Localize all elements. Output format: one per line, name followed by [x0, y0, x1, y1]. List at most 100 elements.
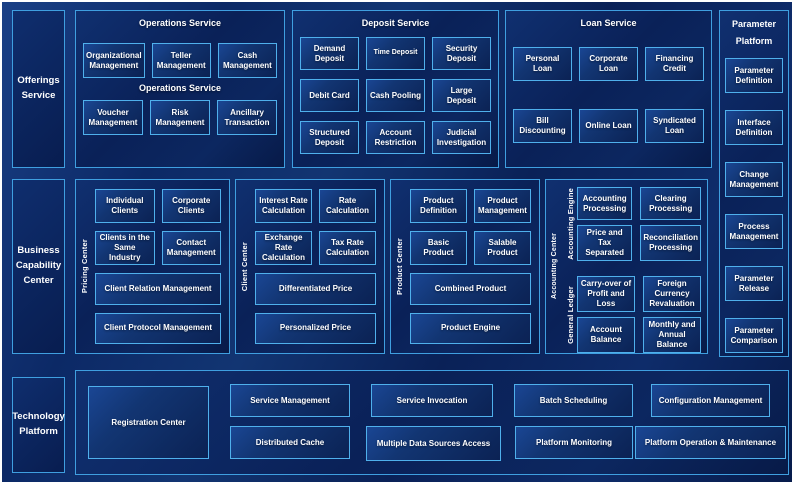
clearing-processing-box: Clearing Processing [640, 187, 701, 220]
operations-row-1: Organizational Management Teller Managem… [76, 43, 284, 78]
product-definition-box: Product Definition [410, 189, 467, 223]
business-capability-center-label: Business Capability Center [12, 179, 65, 354]
pricing-center-strip: Pricing Center [76, 180, 93, 353]
pricing-center-vlabel: Pricing Center [80, 239, 89, 294]
interface-definition-box: Interface Definition [725, 110, 783, 146]
operations-service-subtitle: Operations Service [138, 83, 222, 93]
large-deposit-box: Large Deposit [432, 79, 491, 112]
personalized-price-box: Personalized Price [255, 312, 376, 344]
loan-service-title: Loan Service [580, 18, 637, 28]
accounting-engine-group: Accounting Engine Accounting Processing … [563, 187, 701, 261]
price-tax-separated-box: Price and Tax Separated [577, 225, 633, 261]
loan-service-panel: Loan Service Personal Loan Corporate Loa… [505, 10, 712, 168]
client-center-panel: Client Center Interest Rate Calculation … [235, 179, 385, 354]
accounting-engine-strip: Accounting Engine [563, 187, 577, 261]
individual-clients-box: Individual Clients [95, 189, 155, 223]
corporate-loan-box: Corporate Loan [579, 47, 638, 81]
product-engine-box: Product Engine [410, 312, 531, 344]
pricing-center-panel: Pricing Center Individual Clients Corpor… [75, 179, 230, 354]
basic-product-box: Basic Product [410, 231, 467, 265]
risk-management-box: Risk Management [150, 100, 210, 135]
pricing-center-content: Individual Clients Corporate Clients Cli… [93, 180, 229, 353]
client-center-strip: Client Center [236, 180, 253, 353]
product-management-box: Product Management [474, 189, 531, 223]
cash-management-box: Cash Management [217, 43, 277, 78]
rate-calculation-box: Rate Calculation [319, 189, 376, 223]
time-deposit-box: Time Deposit [366, 37, 425, 70]
general-ledger-vlabel: General Ledger [565, 285, 575, 344]
business-capability-center-text: Business Capability Center [15, 245, 62, 286]
voucher-management-box: Voucher Management [83, 100, 143, 135]
service-management-box: Service Management [230, 384, 350, 417]
multiple-data-sources-access-box: Multiple Data Sources Access [366, 426, 501, 461]
judicial-investigation-box: Judicial Investigation [432, 121, 491, 154]
corporate-clients-box: Corporate Clients [161, 189, 221, 223]
client-center-vlabel: Client Center [240, 241, 249, 292]
client-relation-management-box: Client Relation Management [95, 273, 221, 305]
loan-row-1: Personal Loan Corporate Loan Financing C… [506, 47, 711, 81]
debit-card-box: Debit Card [300, 79, 359, 112]
client-protocol-management-box: Client Protocol Management [95, 312, 221, 344]
contact-management-box: Contact Management [161, 231, 221, 265]
process-management-box: Process Management [725, 214, 783, 250]
operations-service-panel: Operations Service Organizational Manage… [75, 10, 285, 168]
technology-platform-panel: Registration Center Service Management D… [75, 370, 789, 475]
clients-same-industry-box: Clients in the Same Industry [95, 231, 155, 265]
accounting-engine-vlabel: Accounting Engine [565, 188, 575, 260]
online-loan-box: Online Loan [579, 109, 638, 143]
accounting-processing-box: Accounting Processing [577, 187, 633, 220]
offerings-service-label: Offerings Service [12, 10, 65, 168]
interest-rate-calculation-box: Interest Rate Calculation [255, 189, 312, 223]
ancillary-transaction-box: Ancillary Transaction [217, 100, 277, 135]
registration-center-box: Registration Center [88, 386, 209, 459]
syndicated-loan-box: Syndicated Loan [645, 109, 704, 143]
batch-scheduling-box: Batch Scheduling [514, 384, 633, 417]
personal-loan-box: Personal Loan [513, 47, 572, 81]
carry-over-profit-loss-box: Carry-over of Profit and Loss [577, 276, 635, 312]
accounting-center-panel: Accounting Center Accounting Engine Acco… [545, 179, 708, 354]
accounting-center-vlabel: Accounting Center [551, 233, 558, 300]
organizational-management-box: Organizational Management [83, 43, 145, 78]
product-center-strip: Product Center [391, 180, 408, 353]
combined-product-box: Combined Product [410, 273, 531, 305]
demand-deposit-box: Demand Deposit [300, 37, 359, 70]
tax-rate-calculation-box: Tax Rate Calculation [319, 231, 376, 265]
offerings-service-text: Offerings Service [17, 75, 60, 101]
deposit-service-panel: Deposit Service Demand Deposit Time Depo… [292, 10, 499, 168]
technology-platform-label: Technology Platform [12, 377, 65, 473]
cash-pooling-box: Cash Pooling [366, 79, 425, 112]
differentiated-price-box: Differentiated Price [255, 273, 376, 305]
general-ledger-strip: General Ledger [563, 276, 577, 353]
platform-operation-maintenance-box: Platform Operation & Maintenance [635, 426, 786, 459]
general-ledger-group: General Ledger Carry-over of Profit and … [563, 276, 701, 353]
parameter-comparison-box: Parameter Comparison [725, 318, 783, 354]
loan-row-2: Bill Discounting Online Loan Syndicated … [506, 109, 711, 143]
financing-credit-box: Financing Credit [645, 47, 704, 81]
parameter-definition-box: Parameter Definition [725, 58, 783, 94]
service-invocation-box: Service Invocation [371, 384, 493, 417]
salable-product-box: Salable Product [474, 231, 531, 265]
exchange-rate-calculation-box: Exchange Rate Calculation [255, 231, 312, 265]
client-center-content: Interest Rate Calculation Rate Calculati… [253, 180, 384, 353]
configuration-management-box: Configuration Management [651, 384, 770, 417]
operations-service-title: Operations Service [138, 18, 222, 28]
parameter-release-box: Parameter Release [725, 266, 783, 302]
parameter-platform-title: Parameter Platform [731, 19, 777, 47]
structured-deposit-box: Structured Deposit [300, 121, 359, 154]
operations-row-2: Voucher Management Risk Management Ancil… [76, 100, 284, 135]
security-deposit-box: Security Deposit [432, 37, 491, 70]
change-management-box: Change Management [725, 162, 783, 198]
product-center-vlabel: Product Center [395, 238, 404, 295]
account-balance-box: Account Balance [577, 317, 635, 353]
account-restriction-box: Account Restriction [366, 121, 425, 154]
reconciliation-processing-box: Reconciliation Processing [640, 225, 701, 261]
parameter-platform-panel: Parameter Platform Parameter Definition … [719, 10, 789, 357]
accounting-center-strip: Accounting Center [546, 180, 563, 353]
product-center-content: Product Definition Product Management Ba… [408, 180, 539, 353]
teller-management-box: Teller Management [151, 43, 211, 78]
bill-discounting-box: Bill Discounting [513, 109, 572, 143]
monthly-annual-balance-box: Monthly and Annual Balance [643, 317, 701, 353]
platform-monitoring-box: Platform Monitoring [515, 426, 633, 459]
product-center-panel: Product Center Product Definition Produc… [390, 179, 540, 354]
